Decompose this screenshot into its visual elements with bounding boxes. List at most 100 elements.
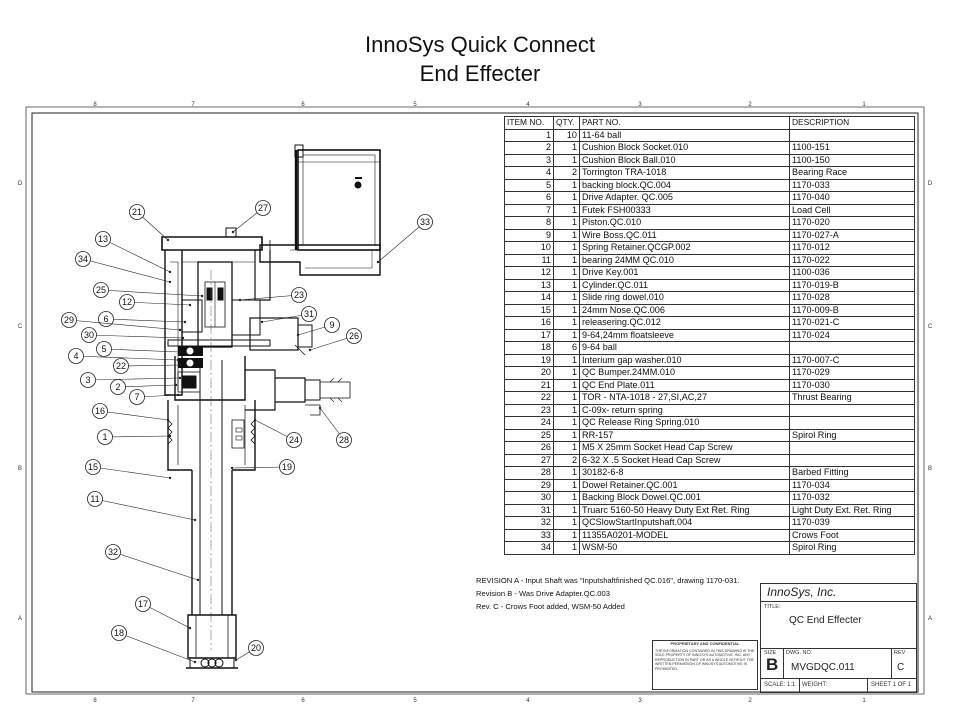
bom-cell-desc: 1170-021-C [789, 316, 915, 330]
balloon-number: 26 [349, 331, 359, 341]
bom-cell-item: 33 [504, 528, 554, 542]
balloon-number: 4 [73, 351, 78, 361]
bom-cell-part: releasering.QC.012 [579, 316, 790, 330]
balloon-number: 19 [282, 462, 292, 472]
bom-cell-part: C-09x- return spring [579, 403, 790, 417]
balloon-16: 16 [92, 403, 170, 422]
balloon-15: 15 [85, 459, 172, 480]
balloon-number: 22 [116, 361, 126, 371]
grid-col-label: 1 [862, 102, 866, 108]
bom-cell-part: Drive Key.001 [579, 266, 790, 280]
grid-col-label: 8 [93, 102, 97, 108]
bom-cell-item: 15 [504, 303, 554, 317]
bom-header-item: ITEM NO. [504, 116, 554, 130]
grid-col-label: 3 [638, 102, 642, 108]
bom-cell-qty: 2 [553, 453, 580, 467]
balloon-number: 27 [258, 203, 268, 213]
bom-cell-item: 31 [504, 503, 554, 517]
bom-header-qty: QTY. [553, 116, 580, 130]
bom-cell-desc: 1170-032 [789, 491, 915, 505]
bom-cell-qty: 1 [553, 228, 580, 242]
balloon-22: 22 [113, 358, 182, 374]
bom-cell-qty: 2 [553, 166, 580, 180]
bom-cell-part: Spring Retainer.QCGP.002 [579, 241, 790, 255]
balloon-number: 33 [420, 217, 430, 227]
bom-cell-item: 21 [504, 378, 554, 392]
grid-row-label: D [928, 181, 933, 187]
bom-cell-part: 30182-6-8 [579, 466, 790, 480]
rev-value: C [897, 662, 905, 673]
balloon-1: 1 [97, 429, 172, 445]
grid-row-label: B [18, 466, 22, 472]
proprietary-heading: PROPRIETARY AND CONFIDENTIAL [670, 641, 740, 646]
bom-cell-item: 3 [504, 153, 554, 167]
grid-col-label: 5 [413, 698, 417, 704]
bom-cell-desc: 1170-034 [789, 478, 915, 492]
balloon-number: 1 [102, 432, 107, 442]
bom-cell-desc [789, 416, 915, 430]
bom-cell-qty: 1 [553, 291, 580, 305]
bom-cell-item: 25 [504, 428, 554, 442]
bom-cell-item: 23 [504, 403, 554, 417]
grid-row-label: A [18, 616, 22, 622]
bom-cell-qty: 1 [553, 516, 580, 530]
bom-cell-desc: 1100-036 [789, 266, 915, 280]
balloon-26: 26 [308, 328, 362, 352]
bom-cell-item: 24 [504, 416, 554, 430]
balloon-18: 18 [111, 625, 197, 664]
scale: SCALE: 1:1 [764, 682, 796, 688]
bom-cell-part: 6-32 X .5 Socket Head Cap Screw [579, 453, 790, 467]
bom-cell-desc: 1170-039 [789, 516, 915, 530]
grid-col-label: 3 [638, 698, 642, 704]
bom-cell-part: QC Release Ring Spring.010 [579, 416, 790, 430]
bom-cell-desc: Barbed Fitting [789, 466, 915, 480]
grid-row-label: C [928, 324, 933, 330]
balloon-number: 34 [78, 254, 88, 264]
bom-cell-item: 12 [504, 266, 554, 280]
dwg-no-value: MVGDQC.011 [791, 662, 855, 673]
bom-cell-part: Slide ring dowel.010 [579, 291, 790, 305]
slide-title-line2: End Effecter [419, 61, 541, 86]
proprietary-notice: PROPRIETARY AND CONFIDENTIAL THE INFORMA… [652, 640, 758, 690]
bom-cell-item: 9 [504, 228, 554, 242]
bom-cell-part: backing block.QC.004 [579, 178, 790, 192]
bom-cell-qty: 1 [553, 191, 580, 205]
revision-b: Revision B - Was Drive Adapter.QC.003 [476, 589, 610, 598]
grid-col-label: 4 [526, 102, 530, 108]
bom-cell-desc [789, 341, 915, 355]
balloon-number: 6 [103, 314, 108, 324]
drawing-title: QC End Effecter [789, 615, 862, 626]
bom-cell-part: Truarc 5160-50 Heavy Duty Ext Ret. Ring [579, 503, 790, 517]
balloon-number: 5 [101, 344, 106, 354]
balloon-number: 17 [138, 599, 148, 609]
balloon-2: 2 [110, 379, 178, 395]
balloon-28: 28 [318, 406, 352, 448]
bom-cell-desc: 1170-030 [789, 378, 915, 392]
bom-cell-item: 8 [504, 216, 554, 230]
bom-cell-item: 10 [504, 241, 554, 255]
bom-header-part: PART NO. [579, 116, 790, 130]
balloon-number: 16 [95, 406, 105, 416]
balloon-29: 29 [61, 312, 182, 332]
balloon-19: 19 [230, 459, 295, 475]
bom-cell-item: 29 [504, 478, 554, 492]
bom-cell-desc: 1170-028 [789, 291, 915, 305]
bom-cell-part: TOR - NTA-1018 - 27,SI,AC,27 [579, 391, 790, 405]
bom-cell-item: 13 [504, 278, 554, 292]
bom-cell-desc: 1170-012 [789, 241, 915, 255]
bom-cell-desc: 1170-033 [789, 178, 915, 192]
bom-cell-item: 1 [504, 128, 554, 142]
sheet-inner-frame [31, 112, 919, 693]
bom-cell-qty: 1 [553, 366, 580, 380]
